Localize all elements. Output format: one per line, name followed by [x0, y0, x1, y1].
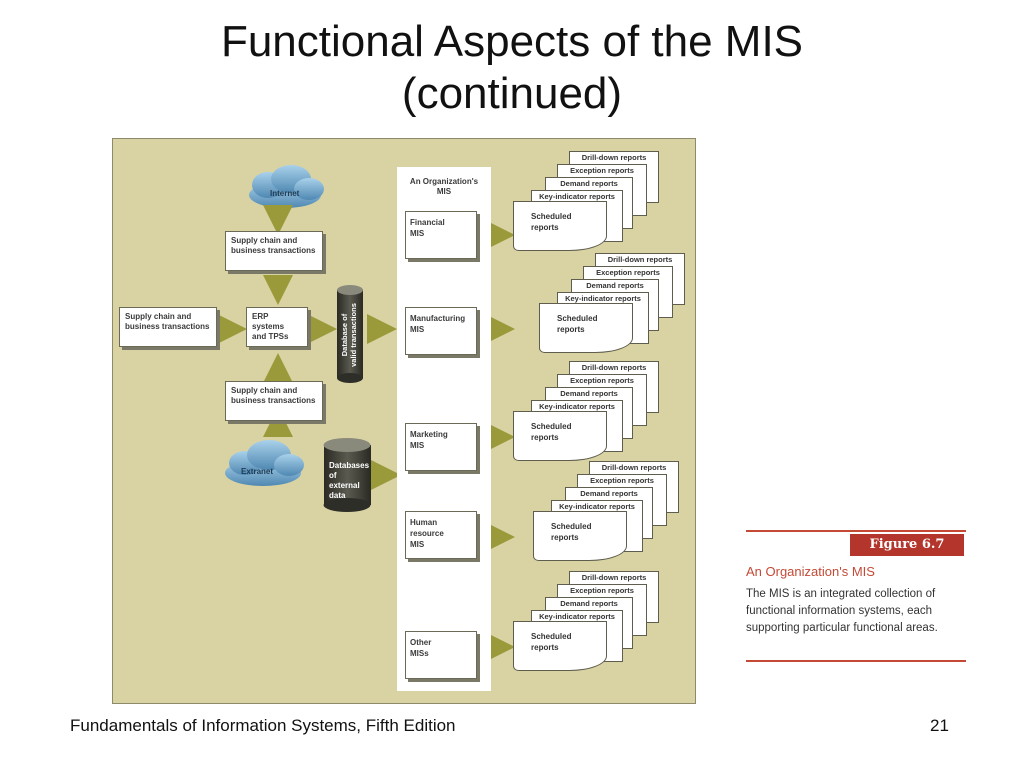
scheduled-report-sheet — [539, 303, 633, 353]
erp-box: ERP systems and TPSs — [246, 307, 308, 347]
scheduled-reports-label: Scheduled reports — [531, 422, 572, 442]
title-line-1: Functional Aspects of the MIS — [220, 17, 804, 66]
database-valid-label: Database of valid transactions — [340, 303, 358, 367]
extranet-label: Extranet — [241, 467, 274, 476]
hr-mis-box: Human resource MIS — [405, 511, 477, 559]
title-line-2: (continued) — [401, 69, 623, 118]
supply-chain-left-box: Supply chain and business transactions — [119, 307, 217, 347]
mis-diagram: Internet Extranet Supply chain and busin… — [112, 138, 696, 704]
marketing-mis-box: Marketing MIS — [405, 423, 477, 471]
database-external-cylinder-icon — [323, 438, 371, 512]
scheduled-report-sheet — [513, 621, 607, 671]
diagram-graphics — [217, 165, 515, 662]
figure-number: Figure 6.7 — [850, 534, 964, 556]
extranet-cloud-icon — [225, 440, 304, 486]
mis-column: An Organization's MIS Financial MIS Manu… — [397, 167, 491, 691]
caption-bottom-rule — [746, 660, 966, 662]
other-mis-box: Other MISs — [405, 631, 477, 679]
internet-label: Internet — [270, 189, 300, 198]
mis-heading: An Organization's MIS — [409, 177, 479, 196]
footer-text: Fundamentals of Information Systems, Fif… — [70, 716, 456, 735]
scheduled-report-sheet — [533, 511, 627, 561]
manufacturing-mis-box: Manufacturing MIS — [405, 307, 477, 355]
slide-title: Functional Aspects of the MIS (continued… — [0, 16, 1024, 120]
database-external-label: Databases of external data — [329, 461, 370, 500]
flow-arrows — [217, 205, 515, 662]
database-valid-cylinder-icon — [337, 285, 363, 383]
scheduled-reports-label: Scheduled reports — [531, 632, 572, 652]
supply-chain-top-box: Supply chain and business transactions — [225, 231, 323, 271]
financial-mis-box: Financial MIS — [405, 211, 477, 259]
supply-chain-bottom-box: Supply chain and business transactions — [225, 381, 323, 421]
caption-body: The MIS is an integrated collection of f… — [746, 588, 938, 634]
caption-title: An Organization's MIS — [746, 564, 875, 579]
page-number: 21 — [930, 716, 949, 735]
internet-cloud-icon — [249, 165, 324, 208]
scheduled-report-sheet — [513, 201, 607, 251]
caption-top-rule — [746, 530, 966, 532]
scheduled-reports-label: Scheduled reports — [531, 212, 572, 232]
scheduled-reports-label: Scheduled reports — [557, 314, 598, 334]
scheduled-report-sheet — [513, 411, 607, 461]
scheduled-reports-label: Scheduled reports — [551, 522, 592, 542]
